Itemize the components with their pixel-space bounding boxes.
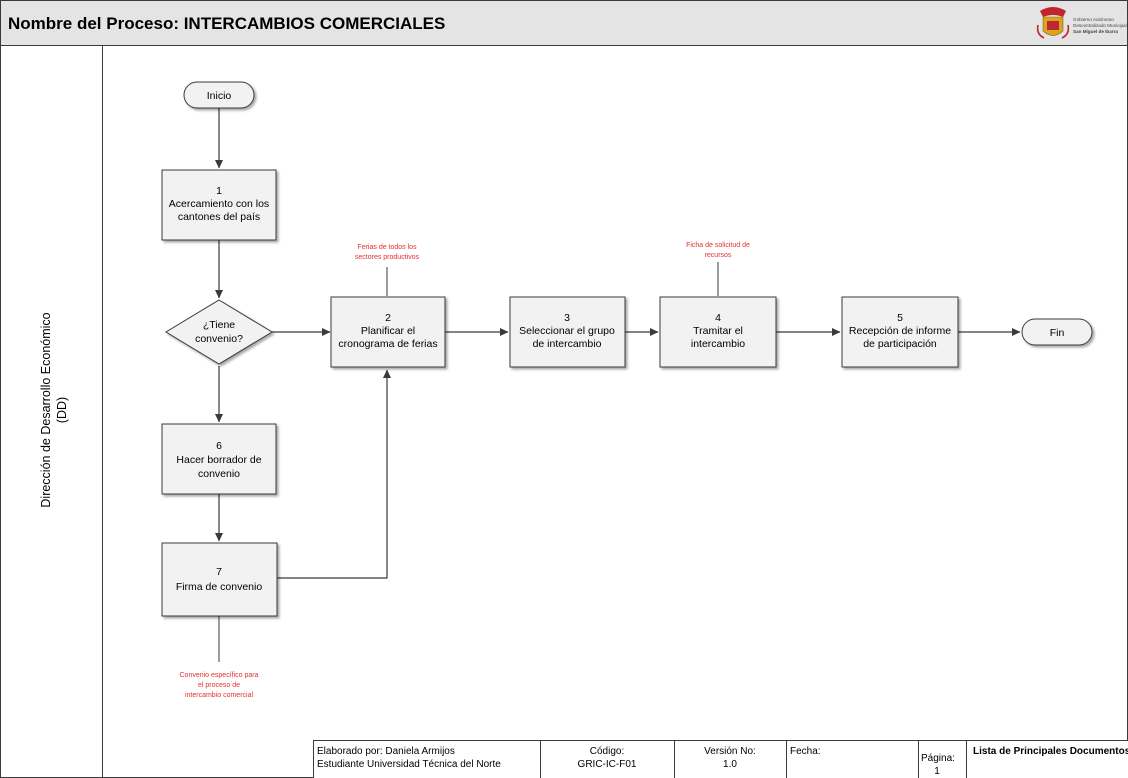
start-terminator: Inicio bbox=[183, 81, 255, 109]
decision-has-agreement: ¿Tiene convenio? bbox=[165, 299, 273, 365]
note-ferias-line-2: sectores productivos bbox=[355, 254, 420, 261]
logo-line-3: San Miguel de Ibarra bbox=[1073, 29, 1118, 34]
note-ficha-line-1: Ficha de solicitud de bbox=[686, 242, 750, 249]
municipality-logo: Gobierno Autónomo Descentralizado Munici… bbox=[1036, 7, 1127, 39]
step-4-line-1: Tramitar el bbox=[693, 325, 743, 337]
footer-lista-label: Lista de Principales Documentos bbox=[973, 746, 1128, 757]
step-2-line-1: Planificar el bbox=[361, 325, 415, 337]
process-step-5: 5 Recepción de informe de participación bbox=[841, 296, 959, 368]
footer-table: Elaborado por: Daniela Armijos Estudiant… bbox=[313, 740, 1128, 778]
step-5-line-1: Recepción de informe bbox=[849, 325, 951, 337]
step-3-number: 3 bbox=[564, 312, 570, 324]
footer-pagina-value: 1 bbox=[934, 766, 940, 777]
step-7-number: 7 bbox=[216, 566, 222, 578]
process-step-1: 1 Acercamiento con los cantones del país bbox=[161, 169, 277, 241]
note-ferias-line-1: Ferias de todos los bbox=[357, 244, 417, 251]
note-convenio: Convenio específico para el proceso de i… bbox=[180, 672, 259, 699]
note-convenio-line-2: el proceso de bbox=[198, 682, 240, 689]
step-5-line-2: de participación bbox=[863, 338, 937, 350]
end-label: Fin bbox=[1050, 327, 1065, 339]
note-convenio-line-1: Convenio específico para bbox=[180, 672, 259, 679]
step-3-line-2: de intercambio bbox=[533, 338, 602, 350]
footer-elaborado-line-1: Elaborado por: Daniela Armijos bbox=[317, 746, 455, 757]
step-6-line-1: Hacer borrador de bbox=[176, 454, 261, 466]
step-6-number: 6 bbox=[216, 440, 222, 452]
step-1-line-2: cantones del país bbox=[178, 211, 260, 223]
footer-fecha-label: Fecha: bbox=[790, 746, 821, 757]
note-ficha-line-2: recursos bbox=[705, 252, 732, 259]
logo-line-2: Descentralizado Municipal bbox=[1073, 23, 1127, 28]
process-title: Nombre del Proceso: INTERCAMBIOS COMERCI… bbox=[8, 14, 445, 33]
process-step-4: 4 Tramitar el intercambio bbox=[659, 296, 777, 368]
footer-codigo-value: GRIC-IC-F01 bbox=[578, 759, 637, 770]
step-4-number: 4 bbox=[715, 312, 721, 324]
coat-of-arms-icon bbox=[1036, 7, 1070, 39]
decision-line-2: convenio? bbox=[195, 333, 243, 345]
step-5-number: 5 bbox=[897, 312, 903, 324]
note-ficha: Ficha de solicitud de recursos bbox=[686, 242, 750, 259]
step-1-line-1: Acercamiento con los bbox=[169, 198, 269, 210]
decision-line-1: ¿Tiene bbox=[203, 319, 235, 331]
process-step-7: 7 Firma de convenio bbox=[161, 542, 278, 617]
end-terminator: Fin bbox=[1021, 318, 1093, 346]
note-ferias: Ferias de todos los sectores productivos bbox=[355, 244, 420, 261]
logo-line-1: Gobierno Autónomo bbox=[1073, 17, 1114, 22]
step-2-line-2: cronograma de ferias bbox=[338, 338, 437, 350]
step-7-line-1: Firma de convenio bbox=[176, 581, 263, 593]
start-label: Inicio bbox=[207, 90, 232, 102]
footer-version-label: Versión No: bbox=[704, 746, 756, 757]
connector-7-to-2 bbox=[277, 369, 391, 579]
process-step-3: 3 Seleccionar el grupo de intercambio bbox=[509, 296, 626, 368]
lane-label-line-1: Dirección de Desarrollo Económico bbox=[39, 312, 53, 507]
swimlane: Dirección de Desarrollo Económico (DD) bbox=[39, 45, 103, 778]
process-step-2: 2 Planificar el cronograma de ferias bbox=[330, 296, 446, 368]
process-step-6: 6 Hacer borrador de convenio bbox=[161, 423, 277, 495]
lane-label-line-2: (DD) bbox=[55, 397, 69, 423]
header-band: Nombre del Proceso: INTERCAMBIOS COMERCI… bbox=[0, 0, 1128, 46]
connectors bbox=[215, 108, 1021, 662]
step-3-line-1: Seleccionar el grupo bbox=[519, 325, 615, 337]
footer-elaborado-line-2: Estudiante Universidad Técnica del Norte bbox=[317, 759, 501, 770]
note-convenio-line-3: intercambio comercial bbox=[185, 692, 254, 699]
step-6-line-2: convenio bbox=[198, 468, 240, 480]
footer-pagina-label: Página: bbox=[921, 753, 955, 764]
step-1-number: 1 bbox=[216, 185, 222, 197]
step-4-line-2: intercambio bbox=[691, 338, 745, 350]
footer-version-value: 1.0 bbox=[723, 759, 737, 770]
footer-codigo-label: Código: bbox=[590, 746, 624, 757]
step-2-number: 2 bbox=[385, 312, 391, 324]
